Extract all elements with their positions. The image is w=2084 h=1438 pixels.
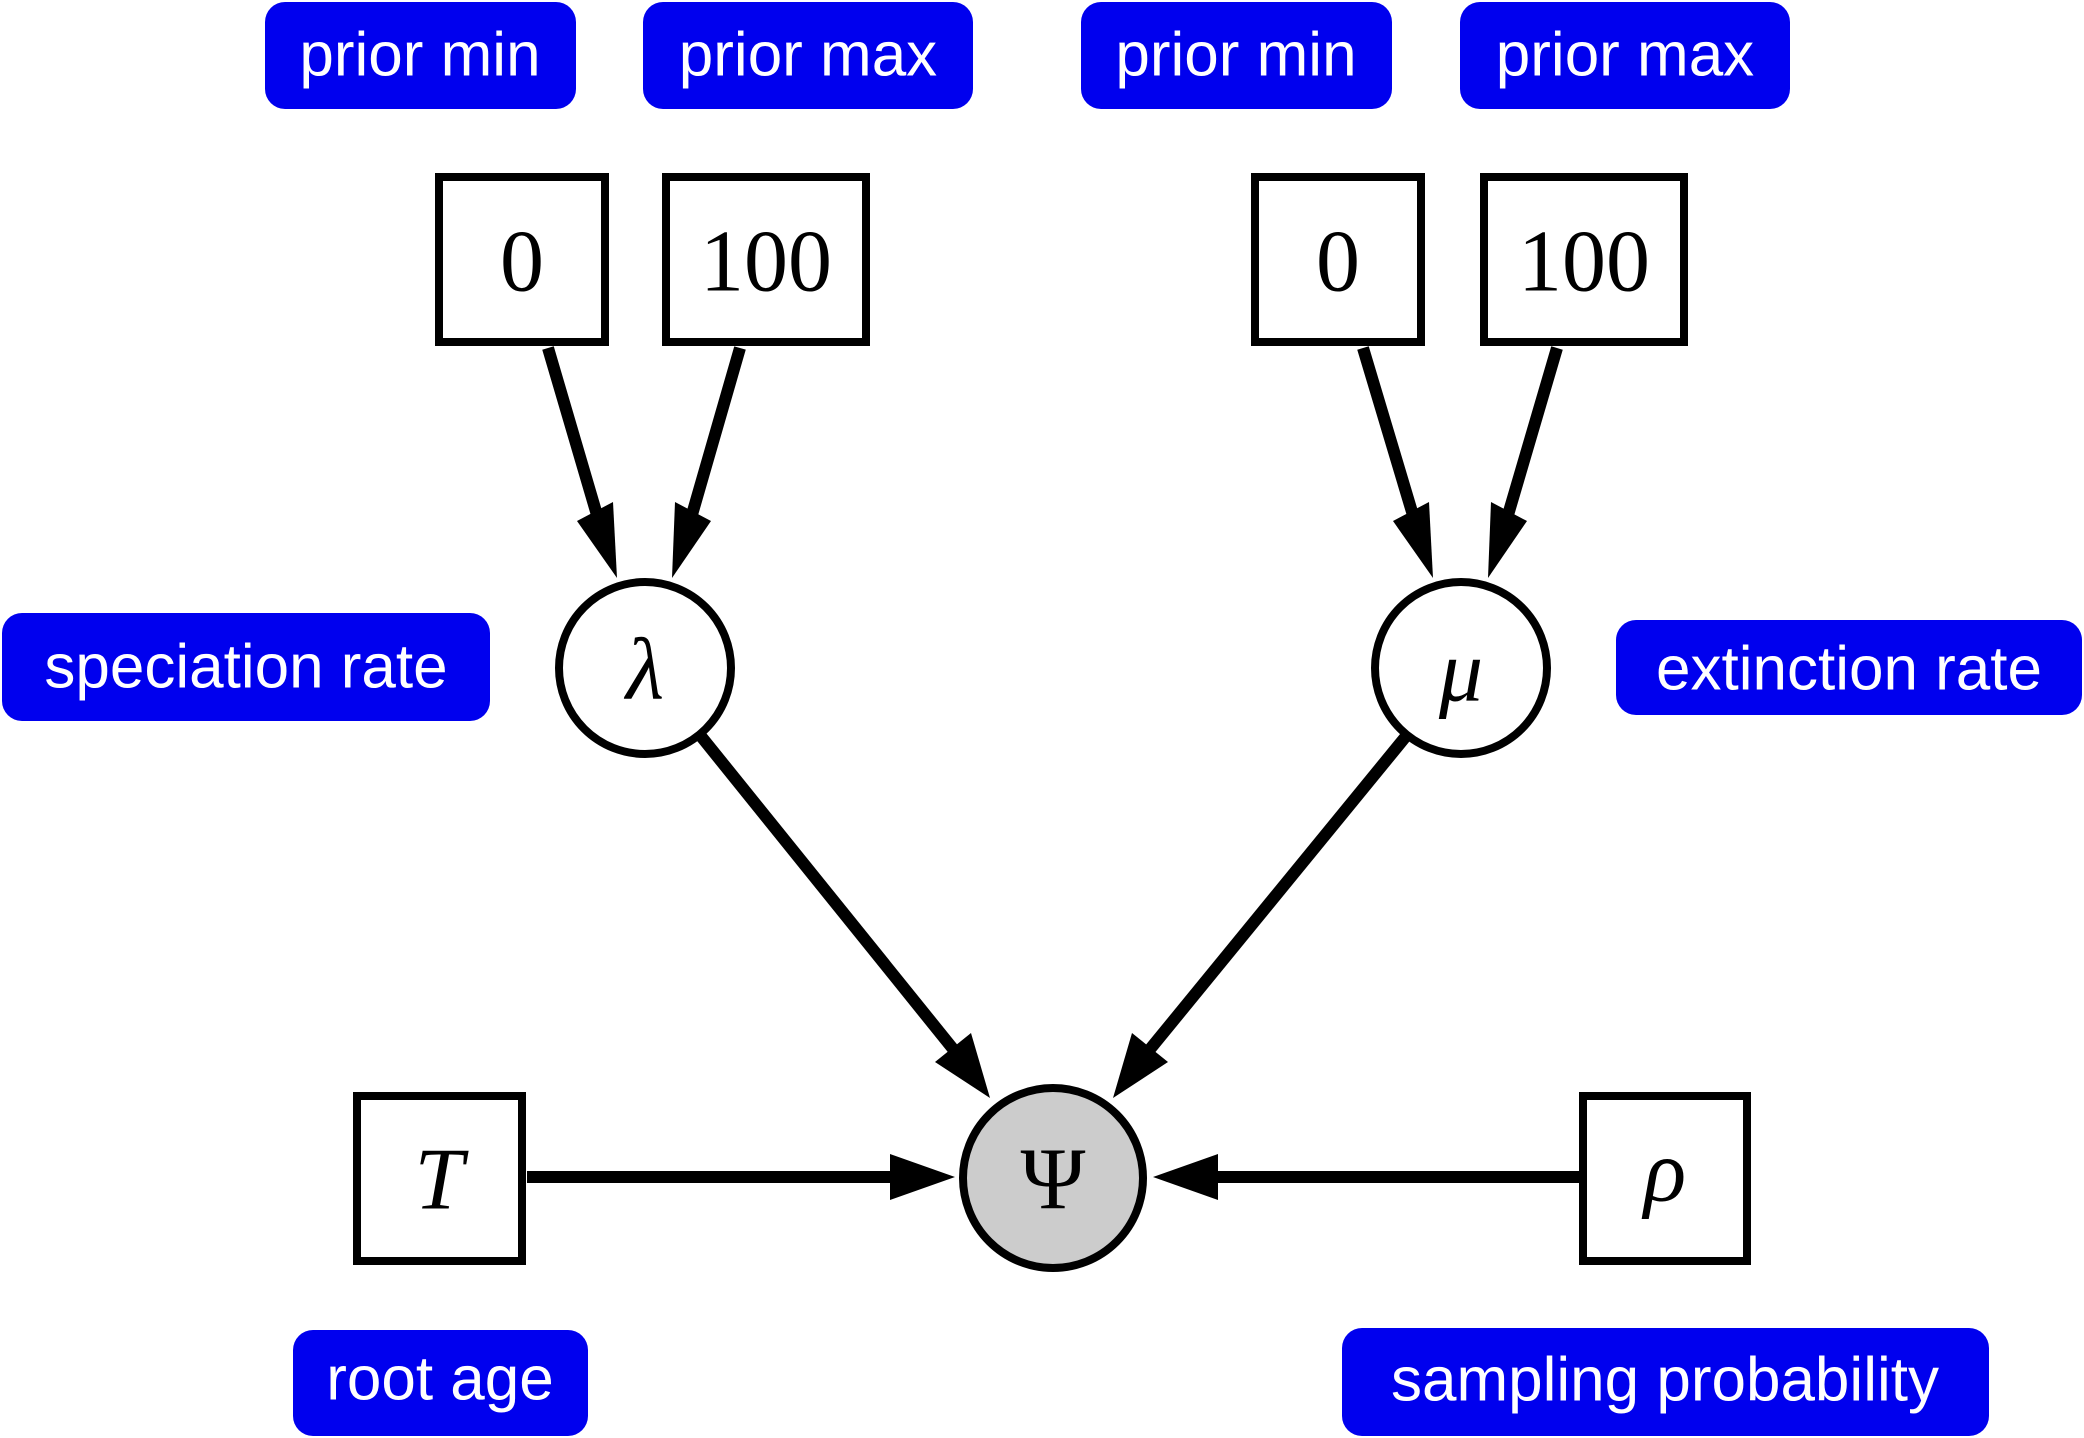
- label-extinction-rate: extinction rate: [1616, 620, 2082, 715]
- arrowhead-mu-max: [1488, 502, 1527, 578]
- label-prior-max-left: prior max: [643, 2, 973, 109]
- node-lambda: λ: [555, 578, 735, 758]
- nodes: 0 100 0 100 λ μ Ψ T: [353, 173, 1751, 1272]
- node-psi: Ψ: [959, 1084, 1147, 1272]
- edge-lambda-min-to-lambda: [542, 346, 608, 534]
- node-lambda-min: 0: [435, 173, 609, 346]
- label-prior-max-left-text: prior max: [679, 21, 937, 90]
- label-extinction-rate-text: extinction rate: [1656, 635, 2042, 704]
- edge-lambda-max-to-lambda: [681, 346, 746, 534]
- label-prior-max-right: prior max: [1460, 2, 1790, 109]
- edge-mu-max-to-mu: [1497, 346, 1563, 534]
- arrowhead-rho-psi: [1153, 1154, 1218, 1200]
- label-root-age-text: root age: [326, 1345, 554, 1414]
- node-mu-symbol: μ: [1438, 624, 1483, 721]
- edge-mu-min-to-mu: [1357, 346, 1424, 534]
- arrowhead-mu-min: [1393, 502, 1433, 578]
- node-mu-min-value: 0: [1316, 214, 1360, 311]
- arrowhead-lambda-max: [672, 502, 711, 578]
- edge-mu-to-psi: [1128, 731, 1412, 1074]
- label-sampling-probability-text: sampling probability: [1391, 1346, 1939, 1415]
- label-root-age: root age: [293, 1330, 588, 1436]
- node-root-age-symbol: T: [415, 1132, 470, 1229]
- arrowhead-root-age-psi: [890, 1154, 955, 1200]
- node-mu-max-value: 100: [1518, 214, 1650, 311]
- label-prior-min-left-text: prior min: [299, 21, 540, 90]
- node-rho: ρ: [1579, 1092, 1751, 1265]
- arrowhead-lambda-psi: [935, 1033, 990, 1098]
- arrowhead-lambda-min: [577, 502, 617, 578]
- arrowhead-mu-psi: [1113, 1033, 1168, 1098]
- node-lambda-max: 100: [662, 173, 870, 346]
- node-lambda-min-value: 0: [500, 214, 544, 311]
- node-lambda-symbol: λ: [623, 622, 664, 719]
- node-mu-max: 100: [1480, 173, 1688, 346]
- label-sampling-probability: sampling probability: [1342, 1328, 1989, 1436]
- node-mu-min: 0: [1251, 173, 1425, 346]
- node-root-age: T: [353, 1092, 526, 1265]
- label-prior-min-right: prior min: [1081, 2, 1392, 109]
- node-rho-symbol: ρ: [1641, 1124, 1686, 1221]
- node-mu: μ: [1371, 578, 1551, 758]
- label-speciation-rate-text: speciation rate: [44, 633, 447, 702]
- label-speciation-rate: speciation rate: [2, 613, 490, 721]
- label-prior-min-right-text: prior min: [1115, 21, 1356, 90]
- label-prior-min-left: prior min: [265, 2, 576, 109]
- edge-lambda-to-psi: [695, 731, 975, 1074]
- node-psi-symbol: Ψ: [1021, 1132, 1086, 1229]
- label-prior-max-right-text: prior max: [1496, 21, 1754, 90]
- edges: [527, 346, 1582, 1200]
- node-lambda-max-value: 100: [700, 214, 832, 311]
